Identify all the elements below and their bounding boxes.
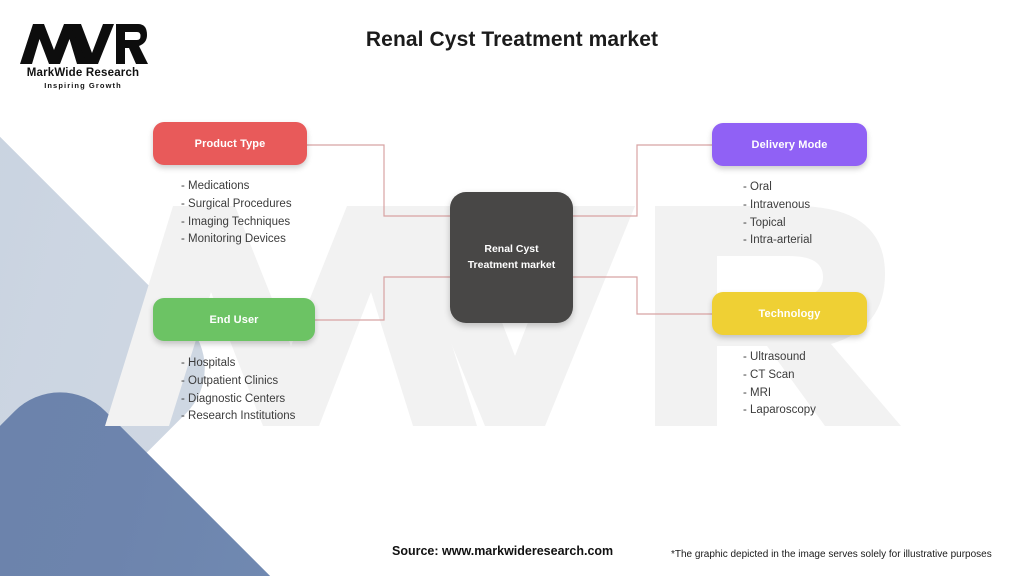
page-title: Renal Cyst Treatment market — [365, 28, 659, 51]
list-item: - MRI — [743, 386, 772, 399]
list-item: - CT Scan — [743, 368, 795, 381]
category-technology: Technology - Ultrasound - CT Scan - MRI … — [712, 292, 867, 420]
category-header-end-user[interactable]: End User — [153, 298, 315, 341]
brand-name: MarkWide Research — [26, 67, 140, 79]
category-end-user: End User - Hospitals - Outpatient Clinic… — [153, 298, 315, 426]
center-node-label: Renal Cyst Treatment market — [467, 243, 556, 271]
brand-logo: MarkWide Research Inspiring Growth — [18, 22, 148, 90]
category-label-delivery-mode: Delivery Mode — [751, 138, 828, 151]
category-label-product-type: Product Type — [194, 137, 266, 150]
category-product-type: Product Type - Medications - Surgical Pr… — [153, 122, 307, 249]
category-header-technology[interactable]: Technology — [712, 292, 867, 335]
category-items-product-type: - Medications - Surgical Procedures - Im… — [181, 178, 307, 249]
list-item: - Outpatient Clinics — [181, 374, 279, 387]
category-header-delivery-mode[interactable]: Delivery Mode — [712, 123, 867, 166]
list-item: - Intra-arterial — [743, 234, 813, 247]
list-item: - Medications — [181, 180, 250, 192]
category-label-technology: Technology — [758, 307, 821, 320]
center-node: Renal Cyst Treatment market — [450, 192, 573, 323]
disclaimer-label: *The graphic depicted in the image serve… — [671, 549, 992, 560]
list-item: - Ultrasound — [743, 351, 806, 363]
list-item: - Intravenous — [743, 198, 811, 211]
list-item: - Monitoring Devices — [181, 233, 286, 246]
mwr-logo-icon — [20, 24, 148, 64]
list-item: - Hospitals — [181, 357, 236, 369]
list-item: - Imaging Techniques — [181, 215, 291, 228]
brand-tagline: Inspiring Growth — [44, 81, 122, 90]
source-label: Source: www.markwideresearch.com — [392, 544, 614, 558]
category-header-product-type[interactable]: Product Type — [153, 122, 307, 165]
category-delivery-mode: Delivery Mode - Oral - Intravenous - Top… — [712, 123, 867, 250]
category-items-delivery-mode: - Oral - Intravenous - Topical - Intra-a… — [743, 179, 867, 250]
category-items-end-user: - Hospitals - Outpatient Clinics - Diagn… — [181, 355, 315, 426]
list-item: - Surgical Procedures — [181, 197, 292, 210]
category-items-technology: - Ultrasound - CT Scan - MRI - Laparosco… — [743, 349, 867, 420]
list-item: - Oral — [743, 181, 772, 193]
category-label-end-user: End User — [209, 313, 259, 326]
list-item: - Diagnostic Centers — [181, 392, 286, 405]
list-item: - Topical — [743, 216, 786, 229]
list-item: - Research Institutions — [181, 410, 296, 423]
list-item: - Laparoscopy — [743, 404, 816, 417]
